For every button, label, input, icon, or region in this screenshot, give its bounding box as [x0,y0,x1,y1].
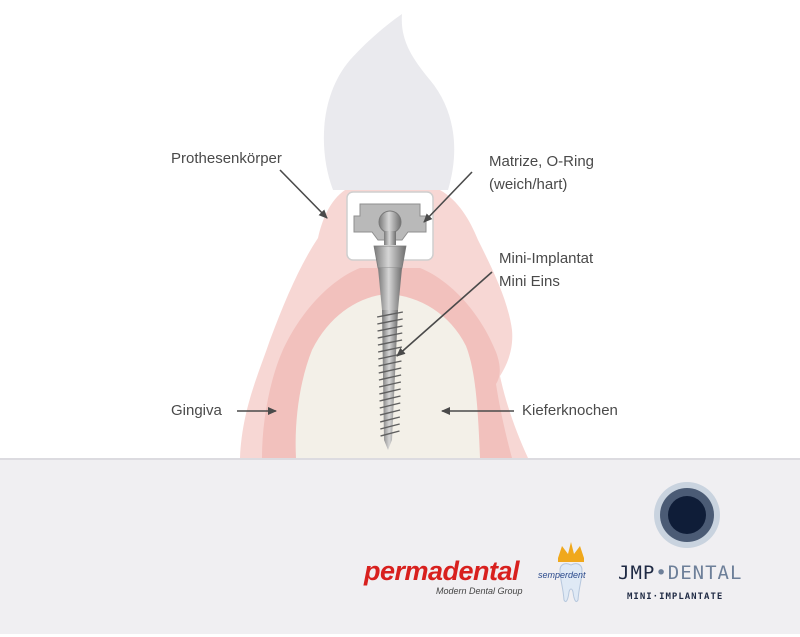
thread-line [377,332,403,339]
label-prothesenkoerper: Prothesenkörper [171,150,282,167]
thread-line [380,423,400,430]
jmp-name-part2: DENTAL [667,562,743,584]
footer-band [0,458,800,634]
jmp-dental-tagline: MINI·IMPLANTATE [627,592,724,602]
label-matrize-line2: (weich/hart) [489,176,568,193]
jmp-separator: • [655,562,668,584]
thread-line [378,360,402,367]
thread-line [377,325,403,332]
thread-line [379,402,401,409]
jmp-dental-logo-text: JMP•DENTAL [618,562,768,584]
thread-line [376,311,404,318]
label-matrize-line1: Matrize, O-Ring [489,153,595,170]
permadental-logo-text: permadental [364,556,520,586]
implant-thread-body [382,310,398,450]
implant-shaft [378,268,402,310]
thread-line [379,395,401,402]
label-implantat-line2: Mini Eins [499,273,560,290]
tooth-crown [323,14,455,190]
label-kieferknochen: Kieferknochen [522,402,618,419]
thread-line [377,318,403,325]
thread-line [379,416,401,423]
thread-line [378,367,402,374]
arrow-implantat [396,271,493,357]
implant-ball-head [378,210,402,234]
thread-line [378,381,402,388]
implant-collar [373,245,407,269]
thread-line [380,430,400,437]
jmp-dental-ring-icon [654,482,720,548]
arrow-prothesenkoerper [279,169,328,219]
thread-line [379,409,401,416]
arrow-matrize [423,171,473,223]
implant-threads [376,311,404,437]
jmp-name-part1: JMP [618,562,656,584]
label-implantat-line1: Mini-Implantat [499,250,594,267]
semperdent-crown-tooth-icon [558,542,584,603]
semperdent-logo-text: semperdent [538,570,586,580]
implant-neck [384,231,396,245]
thread-line [377,339,403,346]
label-gingiva: Gingiva [171,402,222,419]
permadental-tagline: Modern Dental Group [436,586,523,596]
thread-line [378,374,402,381]
thread-line [379,388,401,395]
